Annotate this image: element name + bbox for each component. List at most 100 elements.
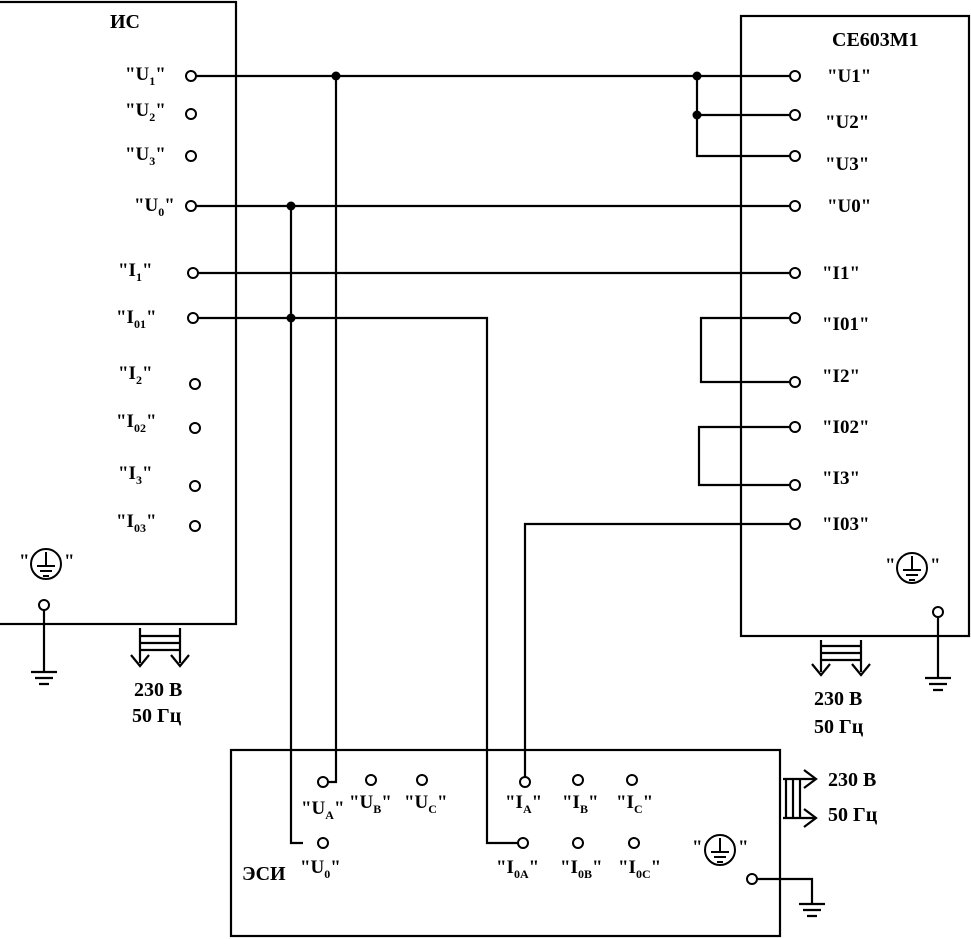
ce-terminal-label: "I02" [822, 417, 870, 438]
ce-terminal-i03 [789, 518, 801, 530]
junction-dot [692, 71, 702, 81]
esi-terminal-ib [572, 774, 584, 786]
is-terminal-i03 [189, 520, 201, 532]
esi-terminal-label: "IC" [616, 792, 653, 816]
ce-terminal-u0 [789, 200, 801, 212]
junction-dot [286, 201, 296, 211]
esi-terminal-uc [416, 774, 428, 786]
is-terminal-u1 [185, 70, 197, 82]
is-power-frequency: 50 Гц [132, 705, 182, 727]
ce-terminal-i3 [789, 479, 801, 491]
ce-terminal-label: "U0" [827, 196, 871, 217]
svg-text:": " [19, 551, 30, 572]
svg-text:": " [885, 555, 896, 576]
esi-terminal-label: "I0B" [560, 857, 603, 881]
esi-terminal-label: "UA" [301, 798, 345, 822]
ce-terminal-i2 [789, 376, 801, 388]
is-terminals: "U1" "U2" "U3" "U0" "I1" "I01" "I2" "I02… [116, 64, 201, 535]
is-terminal-u2 [185, 108, 197, 120]
esi-terminal-label: "UB" [349, 792, 392, 816]
wire-i01-to-i0a [196, 316, 518, 845]
esi-terminal-label: "I0A" [496, 857, 539, 881]
esi-terminal-ia [519, 776, 531, 788]
is-ground-icon [31, 599, 57, 686]
wire-u0-to-esi-u0 [289, 206, 303, 845]
esi-terminal-label: "UC" [404, 792, 448, 816]
esi-power-voltage: 230 В [828, 769, 876, 791]
svg-text:": " [930, 555, 941, 576]
is-terminal-label: "U0" [134, 195, 175, 219]
esi-terminal-i0b [572, 837, 584, 849]
ce-terminal-label: "I01" [822, 314, 870, 335]
ce-terminal-u2 [789, 109, 801, 121]
ce-terminal-label: "I1" [822, 263, 860, 284]
ce-protective-earth-icon: " " [885, 552, 941, 584]
ce-terminal-label: "I2" [822, 366, 860, 387]
ce-terminal-u3 [789, 150, 801, 162]
wire-u1-to-ua [328, 76, 338, 784]
ce-terminal-i02 [789, 421, 801, 433]
is-terminal-label: "I1" [118, 260, 153, 284]
svg-text:": " [692, 837, 703, 858]
is-terminal-label: "U2" [125, 100, 166, 124]
is-protective-earth-icon: " " [19, 548, 75, 580]
esi-terminal-ic [626, 774, 638, 786]
esi-terminal-u0 [317, 837, 329, 849]
ce603m1-device-box [739, 14, 971, 638]
esi-protective-earth-icon: " " [692, 834, 749, 866]
is-terminal-i02 [189, 422, 201, 434]
esi-device-box [229, 748, 782, 938]
esi-terminal-i0c [628, 837, 640, 849]
junction-dot [692, 110, 702, 120]
is-terminal-label: "I01" [116, 307, 157, 331]
jumper-i02-i3 [697, 425, 789, 487]
wire-u3-link [695, 115, 789, 158]
ce-terminal-u1 [789, 70, 801, 82]
ce-power-frequency: 50 Гц [814, 716, 864, 738]
ce-terminal-i01 [789, 312, 801, 324]
is-title: ИС [110, 11, 140, 33]
svg-text:": " [738, 837, 749, 858]
is-terminal-i1 [187, 267, 199, 279]
is-terminal-label: "I3" [118, 463, 153, 487]
esi-terminal-ua [317, 776, 329, 788]
ce-power-cord-icon [811, 640, 871, 677]
wire-u2-link [695, 76, 789, 117]
is-terminal-label: "U1" [125, 64, 166, 88]
is-power-voltage: 230 В [134, 679, 182, 701]
ce-terminal-label: "I3" [822, 468, 860, 489]
ce-power-voltage: 230 В [814, 688, 862, 710]
ce-ground-icon [925, 606, 951, 692]
esi-terminal-ub [365, 774, 377, 786]
ce603m1-title: CE603M1 [832, 29, 919, 51]
ce-terminal-i1 [789, 267, 801, 279]
is-device-box [0, 0, 238, 626]
ce-terminal-label: "U2" [825, 112, 869, 133]
esi-ground-icon [746, 873, 825, 918]
wire-i03-to-ia [523, 522, 789, 778]
esi-power-cord-icon [783, 769, 818, 828]
is-terminal-label: "U3" [125, 144, 166, 168]
esi-power-frequency: 50 Гц [828, 804, 878, 826]
is-terminal-label: "I02" [116, 411, 157, 435]
ce-terminal-label: "I03" [822, 514, 870, 535]
esi-terminal-label: "I0C" [618, 857, 661, 881]
esi-title: ЭСИ [242, 863, 286, 885]
esi-terminal-label: "U0" [300, 857, 341, 881]
is-terminal-i2 [189, 378, 201, 390]
is-terminal-u3 [185, 150, 197, 162]
ce603m1-terminals: "U1" "U2" "U3" "U0" "I1" "I01" "I2" "I02… [789, 66, 871, 535]
junction-dot [286, 313, 296, 323]
wires [196, 74, 789, 845]
ce-terminal-label: "U1" [827, 66, 871, 87]
is-terminal-u0 [185, 200, 197, 212]
junction-dot [331, 71, 341, 81]
is-terminal-i3 [189, 480, 201, 492]
ce-terminal-label: "U3" [825, 154, 869, 175]
esi-terminals: "UA" "UB" "UC" "IA" "IB" "IC" "U0" "I0A"… [300, 774, 661, 881]
is-terminal-i01 [187, 312, 199, 324]
esi-terminal-i0a [517, 837, 529, 849]
esi-terminal-label: "IA" [505, 792, 542, 816]
is-terminal-label: "I2" [118, 363, 153, 387]
